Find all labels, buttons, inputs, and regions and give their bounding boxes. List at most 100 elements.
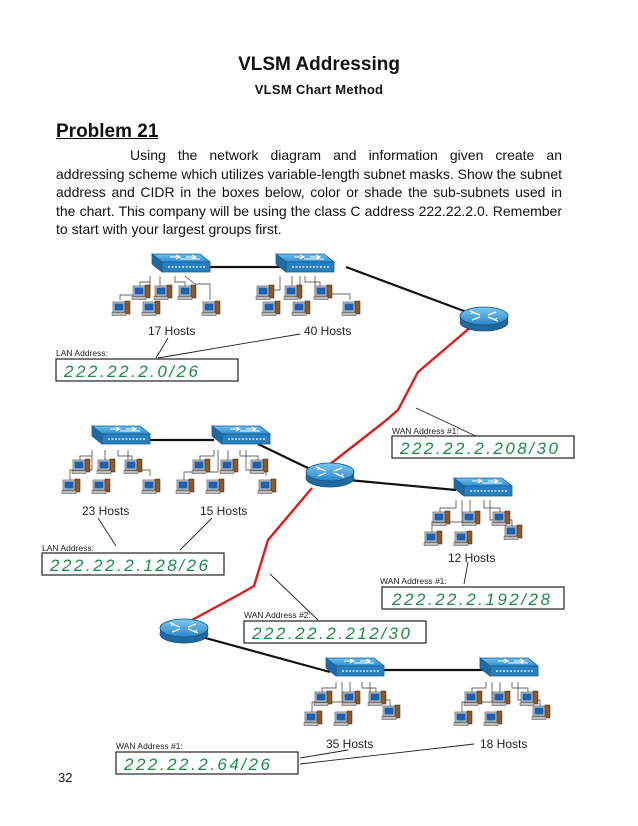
problem-heading: Problem 21: [56, 121, 159, 142]
wan-address-box-top[interactable]: [391, 435, 575, 459]
lan-address-label-2: LAN Address:: [42, 543, 94, 553]
switch-icon-2: [275, 253, 335, 273]
host-label-40: 40 Hosts: [304, 324, 351, 338]
pc-icon: [153, 284, 173, 300]
page-subtitle: VLSM Chart Method: [254, 82, 384, 97]
page-number: 32: [58, 770, 73, 785]
pc-icon: [431, 510, 451, 526]
pc-icon: [341, 690, 361, 706]
pc-icon: [381, 704, 401, 720]
pc-icon: [205, 478, 225, 494]
pc-icon: [303, 710, 323, 726]
wan-address-label-bottom: WAN Address #1:: [116, 741, 183, 751]
pc-icon: [61, 478, 81, 494]
pc-icon: [177, 284, 197, 300]
pc-icon: [219, 458, 239, 474]
pc-icon: [123, 458, 143, 474]
pc-icon: [453, 710, 473, 726]
wan-address-answer-bottom: 222.22.2.64/26: [123, 755, 272, 774]
wan-address-box-bottom[interactable]: [115, 751, 299, 775]
pc-group-4: [175, 458, 277, 494]
lan-address-box-1[interactable]: [55, 358, 239, 382]
pc-icon: [191, 458, 211, 474]
wan-links: [191, 325, 473, 622]
host-label-15: 15 Hosts: [200, 504, 247, 518]
switch-icon-4: [211, 425, 271, 445]
switch-icon-5: [453, 477, 513, 497]
pc-icon: [71, 458, 91, 474]
host-label-17: 17 Hosts: [148, 324, 195, 338]
pc-icon: [423, 530, 443, 546]
pc-icon: [141, 478, 161, 494]
pc-icon: [491, 510, 511, 526]
switch-router-link-a: [345, 265, 473, 316]
pc-icon: [261, 300, 281, 316]
router-icon-1: [459, 306, 509, 332]
switch-icon-3: [91, 425, 151, 445]
pc-icon: [341, 300, 361, 316]
wan-address-label-top: WAN Address #1:: [392, 426, 459, 436]
host-label-23: 23 Hosts: [82, 504, 129, 518]
problem-text: Using the network diagram and informatio…: [56, 147, 562, 237]
wan-link-left: [191, 487, 313, 622]
router-switch-link-d: [197, 634, 331, 674]
wan-link-top: [319, 325, 473, 473]
page-title: VLSM Addressing: [238, 54, 400, 75]
router-switch-link-c: [347, 478, 457, 492]
wan-address-label-mid: WAN Address #1:: [380, 576, 447, 586]
pc-group-7: [453, 690, 551, 726]
pc-icon: [291, 300, 311, 316]
pc-icon: [131, 284, 151, 300]
pc-icon: [141, 300, 161, 316]
pc-icon: [453, 530, 473, 546]
pc-group-5: [423, 510, 523, 546]
router-icon-3: [159, 618, 209, 644]
pc-icon: [96, 458, 116, 474]
wan-address-answer-left: 222.22.2.212/30: [251, 624, 412, 643]
wan-address-answer-mid: 222.22.2.192/28: [391, 590, 552, 609]
pc-icon: [255, 284, 275, 300]
lan-links: [140, 265, 484, 674]
lan-address-box-2[interactable]: [41, 552, 225, 576]
pc-icon: [313, 284, 333, 300]
pc-icon: [283, 284, 303, 300]
pc-group-3: [61, 458, 161, 494]
switch-icon-1: [151, 253, 211, 273]
pc-icon: [313, 690, 333, 706]
pc-icon: [249, 458, 269, 474]
pc-icon: [461, 510, 481, 526]
switch-router-link-b: [257, 443, 313, 471]
wan-address-label-left: WAN Address #2:: [244, 610, 311, 620]
pc-icon: [483, 710, 503, 726]
pc-icon: [333, 710, 353, 726]
lan-address-answer-2: 222.22.2.128/26: [49, 556, 210, 575]
switch-icon-6: [325, 657, 385, 677]
leader-lines: [97, 333, 481, 765]
host-label-18: 18 Hosts: [480, 737, 527, 751]
lan-address-answer-1: 222.22.2.0/26: [63, 362, 200, 381]
host-label-12: 12 Hosts: [448, 551, 495, 565]
pc-icon: [367, 690, 387, 706]
pc-icon: [531, 704, 551, 720]
wan-address-box-left[interactable]: [243, 620, 427, 644]
pc-icon: [201, 300, 221, 316]
pc-icon: [257, 478, 277, 494]
router-icon-2: [305, 462, 355, 488]
pc-icon: [503, 524, 523, 540]
lan-address-label-1: LAN Address:: [56, 348, 108, 358]
wan-address-answer-top: 222.22.2.208/30: [399, 439, 560, 458]
pc-icon: [519, 690, 539, 706]
wan-address-box-mid[interactable]: [381, 586, 565, 610]
pc-group-1: [111, 284, 221, 316]
pc-group-6: [303, 690, 401, 726]
pc-group-2: [255, 284, 361, 316]
pc-icon: [463, 690, 483, 706]
problem-instructions: Using the network diagram and informatio…: [56, 146, 562, 239]
pc-icon: [491, 690, 511, 706]
host-label-35: 35 Hosts: [326, 737, 373, 751]
pc-icon: [175, 478, 195, 494]
pc-icon: [111, 300, 131, 316]
pc-icon: [91, 478, 111, 494]
switch-icon-7: [479, 657, 539, 677]
